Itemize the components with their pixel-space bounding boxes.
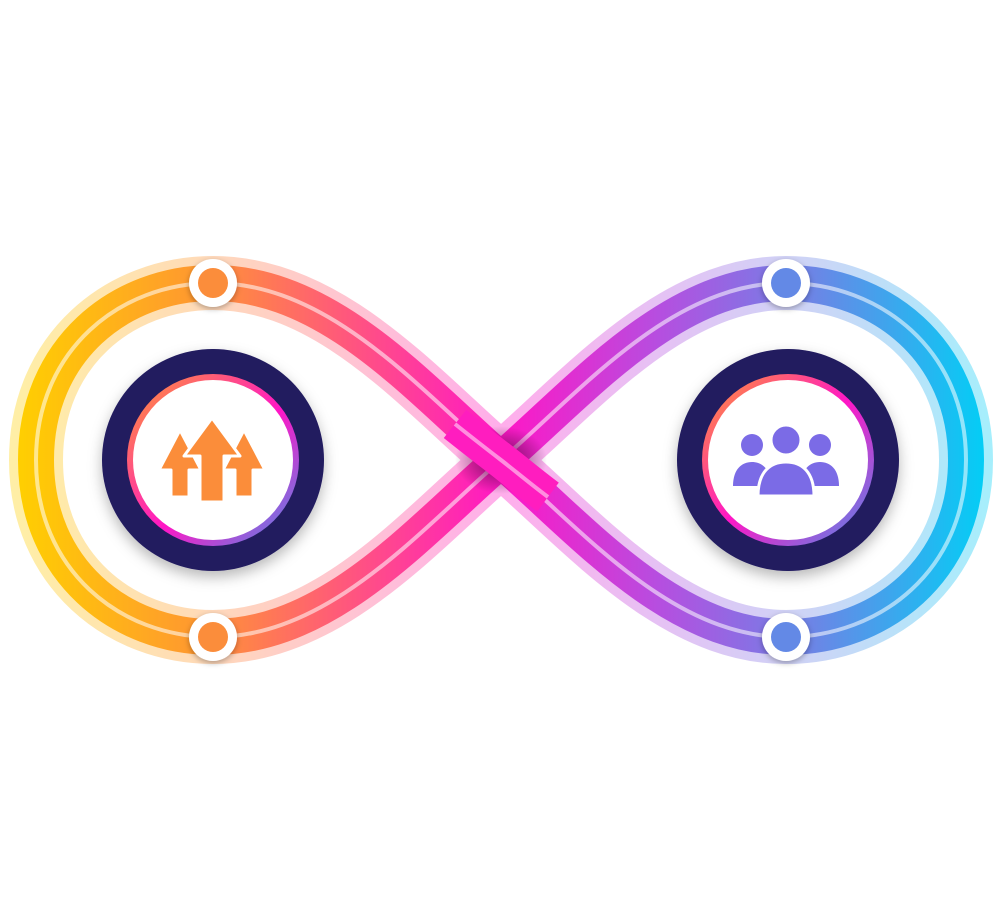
right-hub-face xyxy=(708,380,868,540)
team-icon xyxy=(733,423,839,498)
node-top-left xyxy=(189,259,237,307)
growth-arrows-icon xyxy=(157,416,267,504)
right-hub xyxy=(677,349,899,571)
node-bottom-right xyxy=(762,613,810,661)
node-bottom-left xyxy=(189,613,237,661)
node-top-right xyxy=(762,259,810,307)
loop-over-strand-highlight xyxy=(453,422,550,499)
